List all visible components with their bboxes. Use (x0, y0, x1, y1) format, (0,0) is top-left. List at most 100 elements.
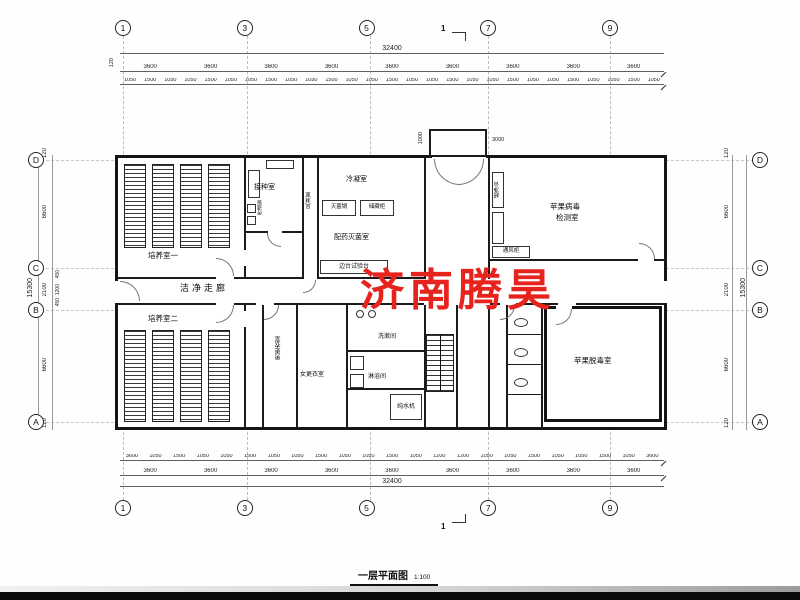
wall-segment (506, 305, 508, 428)
dimension-value: 1050 (523, 78, 543, 85)
pass-window-label: 传递窗 (257, 200, 263, 215)
room-label-men-change: 男更衣室 (276, 336, 282, 360)
page-edge-shadow (0, 586, 800, 592)
dimension-value: 1050 (362, 78, 382, 85)
axis-marker-A-right: A (752, 414, 768, 430)
shelving-rack (124, 330, 146, 422)
dimension-value: 1050 (160, 78, 180, 85)
dimension-value: 3600 (241, 64, 301, 71)
dimension-value: 3600 (301, 64, 361, 71)
dimension-value: 1050 (404, 454, 428, 461)
dimension-value: 1200 (428, 454, 452, 461)
left-sub-dimension: 450 (55, 298, 61, 307)
wall-segment (118, 303, 216, 305)
right-dimension: 6600 (724, 358, 730, 372)
room-label-wash: 洗漱间 (378, 334, 397, 340)
wall-segment (234, 277, 302, 279)
axis-marker: 9 (602, 20, 618, 36)
top-total-dimension: 32400 (120, 45, 664, 54)
door-opening (113, 281, 120, 303)
section-marker-flag (452, 514, 466, 523)
wall-segment (244, 327, 246, 428)
wall-segment (488, 305, 490, 428)
left-dimension: 2100 (42, 283, 48, 297)
dimension-value: 1050 (462, 78, 482, 85)
axis-marker-B-left: B (28, 302, 44, 318)
wall-segment (490, 303, 500, 305)
staircase (426, 334, 454, 392)
room-label-air-shower: 风淋室 (306, 192, 312, 209)
left-sub-dimension: 450 (55, 270, 61, 279)
axis-marker: 3 (236, 500, 253, 516)
room-label-inoculation: 接种室 (254, 184, 275, 191)
shelving-rack (152, 330, 174, 422)
dimension-value: 1050 (644, 78, 664, 85)
storage-cabinet: 储藏柜 (360, 200, 394, 216)
dimension-value: 1050 (475, 454, 499, 461)
shelving-rack (152, 164, 174, 248)
dimension-value: 1050 (301, 78, 321, 85)
dimension-value: 1500 (593, 454, 617, 461)
axis-marker-D-left: D (28, 152, 44, 168)
dimension-value: 1050 (281, 78, 301, 85)
title-block: 一层平面图 1:100 (350, 567, 439, 586)
dimension-value: 3600 (422, 468, 482, 475)
axis-marker-B-right: B (752, 302, 768, 318)
shower-stall (350, 374, 364, 388)
room-label-dispensary: 配药灭菌室 (334, 234, 369, 241)
dimension-value: 1500 (201, 78, 221, 85)
wall-segment (296, 305, 298, 428)
detox-room-walls (544, 306, 662, 422)
right-dimension: 2100 (724, 283, 730, 297)
wall-segment (234, 303, 256, 305)
dimension-value: 1050 (241, 78, 261, 85)
bench-equipment (266, 160, 294, 169)
drawing-title: 一层平面图 (358, 571, 408, 582)
axis-marker: 7 (480, 20, 497, 36)
right-total-dimension: 15300 (740, 278, 747, 298)
dimension-value: 1050 (221, 78, 241, 85)
left-sub-dimension: 1200 (55, 284, 61, 296)
wall-segment (348, 350, 424, 352)
shelving-rack (180, 164, 202, 248)
dimension-value: 3600 (180, 468, 240, 475)
room-label-cooling: 冷凝室 (346, 176, 367, 183)
wall-segment (456, 305, 458, 428)
dimension-value: 1050 (333, 454, 357, 461)
dimension-value: 1050 (603, 78, 623, 85)
dimension-value: 1500 (382, 78, 402, 85)
room-label-shower: 淋浴间 (368, 374, 387, 380)
dimension-value: 1500 (503, 78, 523, 85)
stall-divider (508, 364, 541, 365)
bench-equipment (248, 170, 260, 198)
dimension-line (52, 155, 53, 430)
dimension-value: 1050 (499, 454, 523, 461)
dimension-value: 3600 (543, 64, 603, 71)
wall-segment (274, 303, 424, 305)
wall-segment (319, 277, 424, 279)
wall-segment (244, 305, 246, 311)
dimension-value: 1050 (286, 454, 310, 461)
dimension-value: 1050 (617, 454, 641, 461)
dimension-value: 1200 (451, 454, 475, 461)
pass-window-box (247, 204, 256, 213)
dimension-value: 1500 (380, 454, 404, 461)
axis-marker: 5 (358, 20, 375, 36)
right-dimension: 6600 (724, 205, 730, 219)
dimension-value: 1500 (624, 78, 644, 85)
room-label-detox: 苹果脱毒室 (574, 356, 612, 365)
room-label-women-change: 女更衣室 (300, 372, 325, 378)
left-total-dimension: 15300 (27, 278, 34, 298)
axis-marker: 7 (480, 500, 497, 516)
right-dimension: 120 (724, 148, 730, 159)
room-label-corridor: 洁净走廊 (180, 283, 229, 293)
axis-marker: 9 (602, 500, 618, 516)
dimension-value: 1500 (167, 454, 191, 461)
stall-divider (508, 334, 541, 335)
toilet-fixture (514, 318, 528, 327)
fume-hood: 通风柜 (492, 246, 530, 258)
sink-fixture (368, 310, 376, 318)
